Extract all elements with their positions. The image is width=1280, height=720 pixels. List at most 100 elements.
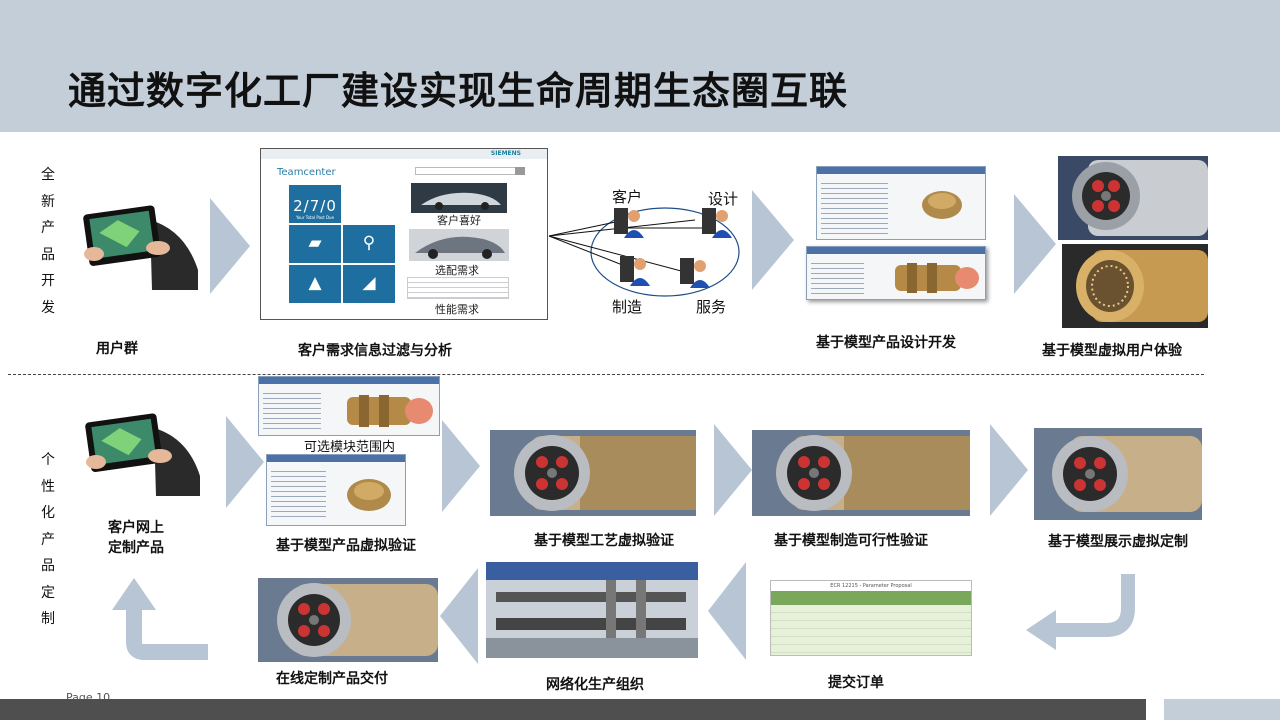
char: 品 xyxy=(41,558,55,574)
node-customer: 客户 xyxy=(612,188,643,206)
char: 全 xyxy=(41,167,55,183)
caption-product-virtual-verify: 基于模型产品虚拟验证 xyxy=(276,538,416,554)
connector-render xyxy=(347,395,433,427)
window-titlebar xyxy=(267,455,405,462)
flow-chevron xyxy=(990,424,1028,516)
flow-chevron xyxy=(714,424,752,516)
page-title: 通过数字化工厂建设实现生命周期生态圈互联 xyxy=(68,69,849,113)
teamcenter-window: SIEMENS Teamcenter 2/7/0 Your Total Past… xyxy=(260,148,548,320)
feature-tree xyxy=(821,179,889,235)
char: 产 xyxy=(41,531,55,548)
customer-person-icon xyxy=(614,208,644,238)
window-titlebar xyxy=(807,247,985,254)
caption-customer-filter: 客户需求信息过滤与分析 xyxy=(298,343,452,359)
feature-tree xyxy=(271,467,327,521)
char: 性 xyxy=(41,478,55,495)
cad-screenshot xyxy=(266,454,406,526)
char: 制 xyxy=(41,611,55,627)
reports-tile[interactable]: ◢ xyxy=(343,265,395,303)
cad-screenshot xyxy=(816,166,986,240)
folder-icon: ▰ xyxy=(308,233,322,253)
section-label-new-product: 全 新 产 品 开 发 xyxy=(38,162,58,321)
manufacturing-person-icon xyxy=(620,256,650,286)
caption-virtual-experience: 基于模型虚拟用户体验 xyxy=(1042,343,1182,359)
search-icon[interactable] xyxy=(515,167,525,175)
task-counter-caption: Your Total Past Due xyxy=(295,215,335,220)
chart-icon: ◢ xyxy=(362,273,376,293)
cad-part-image xyxy=(922,191,962,219)
flow-chevron-left xyxy=(440,568,478,664)
section-divider xyxy=(8,374,1204,375)
char: 个 xyxy=(41,452,55,468)
label-performance-requirements: 性能需求 xyxy=(435,303,479,316)
char: 发 xyxy=(41,299,55,316)
flow-chevron xyxy=(442,420,480,512)
caption-user-group: 用户群 xyxy=(96,341,138,357)
connector-photo xyxy=(258,578,438,662)
caption-optional-modules: 可选模块范围内 xyxy=(304,440,396,455)
order-sheet-header xyxy=(771,591,971,605)
window-titlebar xyxy=(259,377,439,384)
order-sheet-title: ECR 12215 - Parameter Proposal xyxy=(830,583,912,589)
label-option-requirements: 选配需求 xyxy=(435,264,479,277)
caption-online-delivery: 在线定制产品交付 xyxy=(276,671,388,687)
car-image xyxy=(411,183,507,213)
tablet-user-illustration xyxy=(83,205,198,290)
caption-networked-production: 网络化生产组织 xyxy=(546,677,644,693)
connector-photo xyxy=(752,430,970,516)
char: 化 xyxy=(41,505,55,521)
designer-person-icon xyxy=(702,208,732,238)
connector-photo xyxy=(1034,428,1202,520)
order-sheet: ECR 12215 - Parameter Proposal xyxy=(770,580,972,656)
connector-photo xyxy=(1058,156,1208,240)
feature-tree xyxy=(263,389,321,431)
connector-photo xyxy=(490,430,696,516)
footer-bar xyxy=(0,699,1146,720)
task-counter-tile[interactable]: 2/7/0 Your Total Past Due xyxy=(289,185,341,223)
cad-screenshot xyxy=(258,376,440,436)
label-customer-preference: 客户喜好 xyxy=(437,214,481,227)
caption-model-design: 基于模型产品设计开发 xyxy=(816,335,956,351)
task-counter: 2/7/0 xyxy=(293,197,337,215)
search-tile[interactable]: ⚲ xyxy=(343,225,395,263)
performance-table xyxy=(407,277,509,299)
magnifier-icon: ⚲ xyxy=(362,233,376,253)
return-arrow-up xyxy=(112,578,208,660)
cad-part-image xyxy=(347,479,391,511)
feature-tree xyxy=(811,259,865,295)
node-design: 设计 xyxy=(708,190,739,208)
caption-submit-order: 提交订单 xyxy=(828,675,884,691)
node-manufacture: 制造 xyxy=(612,298,643,316)
search-input[interactable] xyxy=(415,167,525,175)
tablet-user-illustration xyxy=(85,413,200,496)
return-arrow xyxy=(1026,574,1135,650)
footer-accent xyxy=(1164,699,1280,720)
header-band xyxy=(0,0,1280,132)
node-service: 服务 xyxy=(696,298,727,316)
caption-online-custom: 客户网上 定制产品 xyxy=(108,520,164,556)
order-sheet-rows xyxy=(771,605,971,655)
caption-manufacturability-verify: 基于模型制造可行性验证 xyxy=(774,533,928,549)
vehicle-options-image xyxy=(409,229,509,261)
char: 开 xyxy=(41,273,55,289)
char: 新 xyxy=(41,193,55,210)
caption-display-virtual-custom: 基于模型展示虚拟定制 xyxy=(1048,534,1188,550)
window-titlebar xyxy=(261,149,547,159)
home-folder-tile[interactable]: ▰ xyxy=(289,225,341,263)
flow-chevron xyxy=(752,190,794,290)
connector-photo-gold xyxy=(1062,244,1208,328)
warning-icon: ▲ xyxy=(308,273,322,293)
flow-chevron xyxy=(210,198,250,294)
service-person-icon xyxy=(680,258,710,288)
flow-chevron xyxy=(1014,194,1056,294)
cad-screenshot xyxy=(806,246,986,300)
siemens-logo: SIEMENS xyxy=(490,150,521,157)
section-label-custom-product: 个 性 化 产 品 定 制 xyxy=(38,447,58,633)
teamcenter-app-name: Teamcenter xyxy=(277,167,336,178)
caption-process-virtual-verify: 基于模型工艺虚拟验证 xyxy=(534,533,674,549)
flow-chevron xyxy=(226,416,264,508)
window-titlebar xyxy=(817,167,985,174)
char: 品 xyxy=(41,246,55,263)
changes-tile[interactable]: ▲ xyxy=(289,265,341,303)
char: 定 xyxy=(41,584,55,601)
